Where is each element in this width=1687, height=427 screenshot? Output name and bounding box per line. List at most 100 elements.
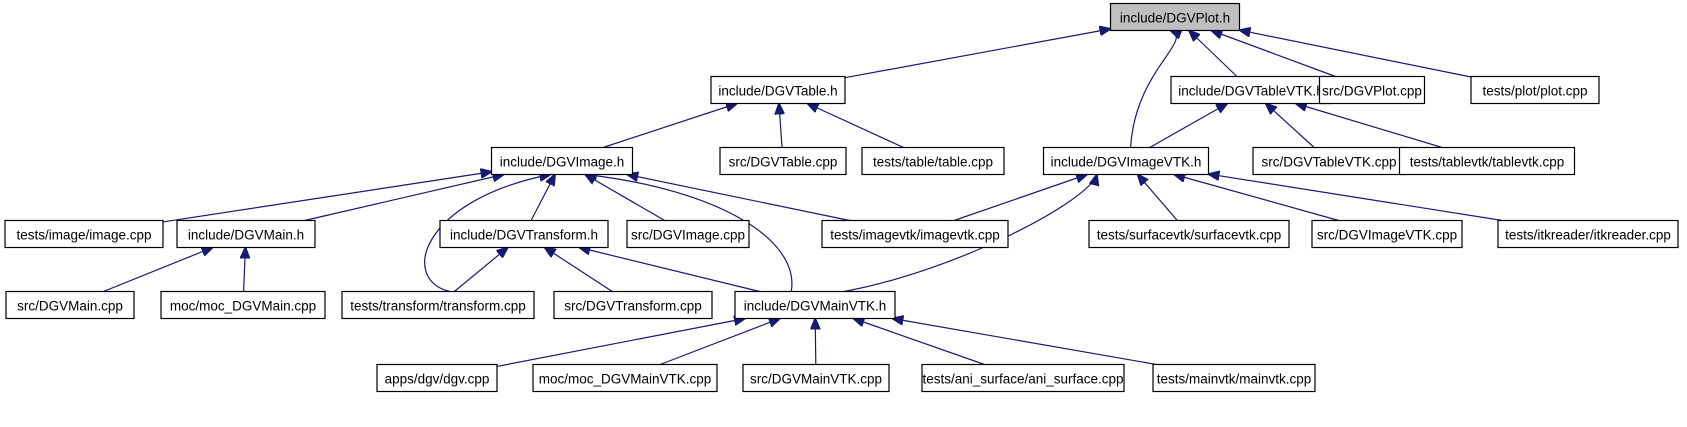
edge-tablevtk_h-to-plot_h bbox=[1189, 31, 1238, 77]
node-label: tests/ani_surface/ani_surface.cpp bbox=[922, 372, 1123, 387]
node-box[interactable] bbox=[553, 290, 713, 320]
node-label: src/DGVMainVTK.cpp bbox=[750, 372, 882, 387]
node-transform_test[interactable]: tests/transform/transform.cpp bbox=[341, 290, 535, 320]
node-imagevtk_test[interactable]: tests/imagevtk/imagevtk.cpp bbox=[821, 219, 1009, 249]
node-itkreader_test[interactable]: tests/itkreader/itkreader.cpp bbox=[1497, 219, 1679, 249]
node-label: moc/moc_DGVMain.cpp bbox=[170, 299, 316, 314]
node-box[interactable] bbox=[1497, 219, 1679, 249]
edge-dgv_app-to-mainvtk_h bbox=[496, 319, 745, 368]
node-box[interactable] bbox=[1152, 363, 1316, 393]
edge-tablevtk_test-to-tablevtk_h bbox=[1296, 104, 1443, 149]
node-surfacevtk_test[interactable]: tests/surfacevtk/surfacevtk.cpp bbox=[1088, 219, 1290, 249]
node-label: tests/surfacevtk/surfacevtk.cpp bbox=[1097, 228, 1282, 243]
node-box[interactable] bbox=[160, 290, 326, 320]
node-label: include/DGVMain.h bbox=[188, 228, 304, 243]
edge-mainvtk_h-to-image_h bbox=[586, 175, 793, 292]
node-box[interactable] bbox=[1252, 146, 1406, 176]
node-label: include/DGVTransform.h bbox=[450, 228, 598, 243]
node-box[interactable] bbox=[742, 363, 890, 393]
node-box[interactable] bbox=[341, 290, 535, 320]
node-plot_test[interactable]: tests/plot/plot.cpp bbox=[1470, 75, 1600, 105]
node-image_h[interactable]: include/DGVImage.h bbox=[490, 146, 634, 176]
node-image_cpp[interactable]: src/DGVImage.cpp bbox=[626, 219, 750, 249]
node-box[interactable] bbox=[5, 290, 135, 320]
edge-transform_test-to-transform_h bbox=[453, 248, 507, 292]
node-mainvtk_h[interactable]: include/DGVMainVTK.h bbox=[734, 290, 896, 320]
node-label: include/DGVTable.h bbox=[718, 84, 837, 99]
edge-imagevtk_test-to-image_h bbox=[627, 175, 850, 222]
node-tablevtk_cpp[interactable]: src/DGVTableVTK.cpp bbox=[1252, 146, 1406, 176]
node-label: tests/table/table.cpp bbox=[873, 155, 993, 170]
node-plot_cpp[interactable]: src/DGVPlot.cpp bbox=[1318, 75, 1426, 105]
edge-mainvtk_test-to-mainvtk_h bbox=[892, 319, 1157, 366]
node-table_h[interactable]: include/DGVTable.h bbox=[710, 75, 846, 105]
node-box[interactable] bbox=[921, 363, 1125, 393]
node-box[interactable] bbox=[719, 146, 847, 176]
node-box[interactable] bbox=[734, 290, 896, 320]
node-label: src/DGVImage.cpp bbox=[631, 228, 745, 243]
node-dgv_app[interactable]: apps/dgv/dgv.cpp bbox=[376, 363, 498, 393]
edge-image_test-to-image_h bbox=[162, 172, 492, 223]
node-label: src/DGVTransform.cpp bbox=[564, 299, 702, 314]
node-label: src/DGVTableVTK.cpp bbox=[1261, 155, 1396, 170]
node-box[interactable] bbox=[821, 219, 1009, 249]
node-box[interactable] bbox=[1088, 219, 1290, 249]
node-table_cpp[interactable]: src/DGVTable.cpp bbox=[719, 146, 847, 176]
edges-layer bbox=[103, 29, 1503, 368]
node-label: src/DGVMain.cpp bbox=[17, 299, 123, 314]
node-label: src/DGVTable.cpp bbox=[729, 155, 838, 170]
node-moc_mainvtk[interactable]: moc/moc_DGVMainVTK.cpp bbox=[532, 363, 718, 393]
edge-ani_surface_test-to-mainvtk_h bbox=[853, 319, 985, 366]
node-box[interactable] bbox=[1311, 219, 1463, 249]
edge-image_h-to-table_h bbox=[602, 104, 737, 149]
edge-imagevtk_h-to-plot_h bbox=[1129, 31, 1177, 148]
node-box[interactable] bbox=[1042, 146, 1210, 176]
edge-main_cpp-to-main_h bbox=[103, 248, 212, 293]
node-box[interactable] bbox=[532, 363, 718, 393]
node-transform_h[interactable]: include/DGVTransform.h bbox=[439, 219, 609, 249]
edge-image_cpp-to-image_h bbox=[585, 175, 665, 222]
node-table_test[interactable]: tests/table/table.cpp bbox=[861, 146, 1005, 176]
edge-tablevtk_cpp-to-tablevtk_h bbox=[1266, 104, 1315, 148]
node-plot_h[interactable]: include/DGVPlot.h bbox=[1109, 2, 1241, 32]
node-main_h[interactable]: include/DGVMain.h bbox=[176, 219, 316, 249]
node-imagevtk_h[interactable]: include/DGVImageVTK.h bbox=[1042, 146, 1210, 176]
node-label: tests/transform/transform.cpp bbox=[350, 299, 526, 314]
node-label: include/DGVMainVTK.h bbox=[744, 299, 887, 314]
node-mainvtk_test[interactable]: tests/mainvtk/mainvtk.cpp bbox=[1152, 363, 1316, 393]
node-box[interactable] bbox=[376, 363, 498, 393]
node-tablevtk_h[interactable]: include/DGVTableVTK.h bbox=[1170, 75, 1332, 105]
edge-table_h-to-plot_h bbox=[844, 29, 1111, 79]
node-box[interactable] bbox=[490, 146, 634, 176]
node-label: moc/moc_DGVMainVTK.cpp bbox=[539, 372, 712, 387]
node-label: include/DGVImageVTK.h bbox=[1051, 155, 1202, 170]
node-box[interactable] bbox=[1109, 2, 1241, 32]
node-box[interactable] bbox=[1398, 146, 1576, 176]
node-moc_main[interactable]: moc/moc_DGVMain.cpp bbox=[160, 290, 326, 320]
nodes-layer: include/DGVPlot.h include/DGVTable.h inclu… bbox=[4, 2, 1679, 393]
node-box[interactable] bbox=[1318, 75, 1426, 105]
node-image_test[interactable]: tests/image/image.cpp bbox=[4, 219, 164, 249]
edge-itkreader_test-to-imagevtk_h bbox=[1209, 174, 1503, 222]
node-box[interactable] bbox=[1170, 75, 1332, 105]
node-box[interactable] bbox=[710, 75, 846, 105]
edge-transform_test-to-image_h bbox=[424, 175, 551, 293]
node-box[interactable] bbox=[176, 219, 316, 249]
node-mainvtk_cpp[interactable]: src/DGVMainVTK.cpp bbox=[742, 363, 890, 393]
node-label: tests/mainvtk/mainvtk.cpp bbox=[1157, 372, 1312, 387]
node-transform_cpp[interactable]: src/DGVTransform.cpp bbox=[553, 290, 713, 320]
node-main_cpp[interactable]: src/DGVMain.cpp bbox=[5, 290, 135, 320]
node-box[interactable] bbox=[1470, 75, 1600, 105]
edge-moc_mainvtk-to-mainvtk_h bbox=[659, 319, 780, 366]
node-tablevtk_test[interactable]: tests/tablevtk/tablevtk.cpp bbox=[1398, 146, 1576, 176]
node-imagevtk_cpp[interactable]: src/DGVImageVTK.cpp bbox=[1311, 219, 1463, 249]
edge-mainvtk_h-to-imagevtk_h bbox=[844, 175, 1097, 293]
node-box[interactable] bbox=[439, 219, 609, 249]
node-label: include/DGVPlot.h bbox=[1120, 11, 1230, 26]
node-label: apps/dgv/dgv.cpp bbox=[385, 372, 490, 387]
node-ani_surface_test[interactable]: tests/ani_surface/ani_surface.cpp bbox=[921, 363, 1125, 393]
node-box[interactable] bbox=[626, 219, 750, 249]
edge-table_cpp-to-table_h bbox=[779, 104, 782, 148]
node-box[interactable] bbox=[4, 219, 164, 249]
node-box[interactable] bbox=[861, 146, 1005, 176]
